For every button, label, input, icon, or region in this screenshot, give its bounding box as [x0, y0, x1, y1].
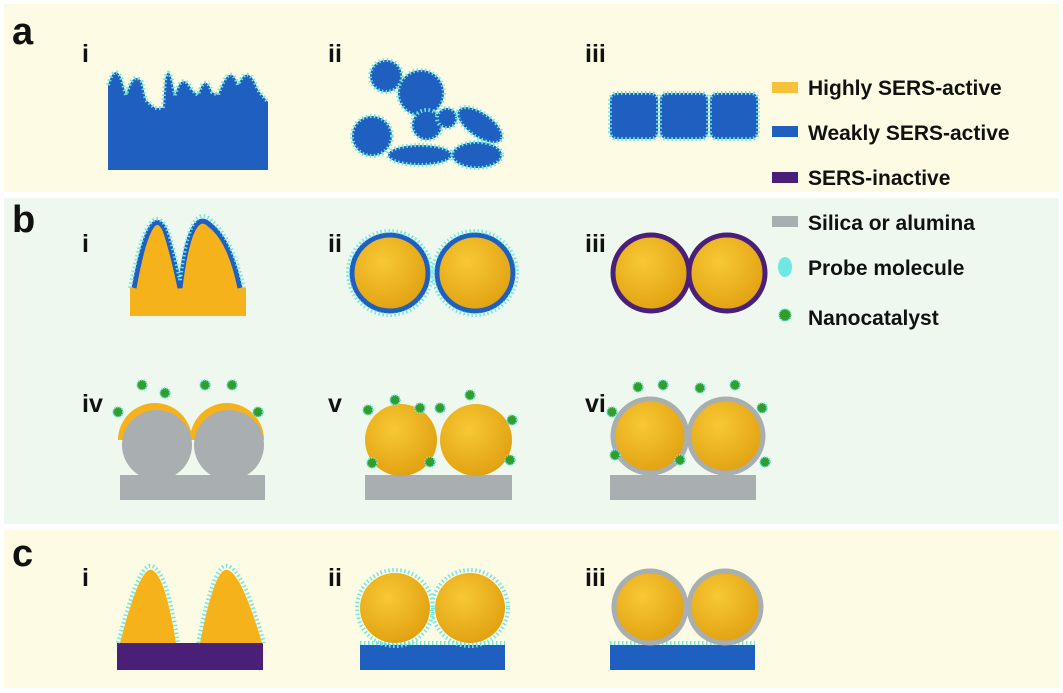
- panel-c-label: c: [12, 533, 33, 575]
- rough-surface-a-i: [106, 70, 270, 170]
- legend-label: Probe molecule: [808, 257, 964, 280]
- nanocatalyst-particle: [159, 387, 171, 399]
- core-shell-dimer-b-iii: [610, 232, 768, 314]
- nanocatalyst-particle: [694, 382, 706, 394]
- nanocatalyst-particle: [609, 449, 621, 461]
- nanocatalyst-particle: [506, 414, 518, 426]
- legend-item-highly-sers-active: Highly SERS-active: [772, 77, 1002, 100]
- aggregated-particles-a-ii: [350, 58, 505, 170]
- nanocatalyst-particle: [199, 379, 211, 391]
- legend-label: Nanocatalyst: [808, 307, 939, 330]
- b-v-label: v: [328, 390, 342, 418]
- b-vi-label: vi: [585, 390, 606, 418]
- nanocatalyst-particle: [414, 402, 426, 414]
- c-i-label: i: [82, 564, 89, 592]
- nanocatalyst-particle: [464, 389, 476, 401]
- b-iii-label: iii: [585, 230, 606, 258]
- panel-a-label: a: [12, 11, 34, 53]
- shell-isolated-dimer-on-weak-substrate-c-iii: [610, 568, 764, 670]
- nanocatalyst-particle: [756, 402, 768, 414]
- legend-swatch: [772, 172, 798, 183]
- legend-swatch: [772, 216, 798, 227]
- a-i-label: i: [82, 40, 89, 68]
- nanocatalyst-particle: [362, 404, 374, 416]
- legend-item-probe-molecule: Probe molecule: [778, 257, 964, 280]
- a-ii-label: ii: [328, 40, 342, 68]
- core-shell-dimer-b-ii: [346, 229, 519, 317]
- b-iv-label: iv: [82, 390, 103, 418]
- a-iii-label: iii: [585, 40, 606, 68]
- gold-dimer-on-weak-substrate-c-ii: [355, 568, 510, 670]
- nanocatalyst-particle: [606, 406, 618, 418]
- nanocatalyst-particle: [434, 402, 446, 414]
- nanocatalyst-icon: [778, 308, 792, 322]
- nanocatalyst-particle: [729, 379, 741, 391]
- b-i-label: i: [82, 230, 89, 258]
- shell-isolated-dimer-on-support-b-vi: [610, 396, 766, 500]
- panel-b-label: b: [12, 199, 35, 241]
- legend-label: SERS-inactive: [808, 167, 950, 190]
- c-iii-label: iii: [585, 564, 606, 592]
- nanocatalyst-particle: [366, 457, 378, 469]
- nanocatalyst-particle: [136, 379, 148, 391]
- legend-label: Silica or alumina: [808, 212, 975, 235]
- b-ii-label: ii: [328, 230, 342, 258]
- nanocatalyst-particle: [504, 454, 516, 466]
- silica-core-gold-cap-b-iv: [118, 403, 265, 500]
- nanocatalyst-particle: [674, 454, 686, 466]
- nanocatalyst-particle: [759, 456, 771, 468]
- legend: Highly SERS-active Weakly SERS-active SE…: [772, 77, 1010, 330]
- probe-molecule-icon: [778, 257, 792, 277]
- nanocatalyst-particle: [657, 379, 669, 391]
- nanocubes-a-iii: [608, 91, 760, 141]
- nanocatalyst-particle: [226, 379, 238, 391]
- legend-item-silica-or-alumina: Silica or alumina: [772, 212, 975, 235]
- legend-item-nanocatalyst: Nanocatalyst: [778, 307, 939, 330]
- legend-label: Highly SERS-active: [808, 77, 1002, 100]
- nanocatalyst-particle: [252, 406, 264, 418]
- nanocatalyst-particle: [424, 456, 436, 468]
- nanocatalyst-particle: [389, 394, 401, 406]
- nanocatalyst-particle: [632, 381, 644, 393]
- nanocatalyst-particle: [112, 406, 124, 418]
- legend-item-weakly-sers-active: Weakly SERS-active: [772, 122, 1010, 145]
- legend-item-sers-inactive: SERS-inactive: [772, 167, 950, 190]
- nanocatalysts: [112, 379, 771, 469]
- c-ii-label: ii: [328, 564, 342, 592]
- legend-label: Weakly SERS-active: [808, 122, 1010, 145]
- tips-on-inactive-substrate-c-i: [116, 563, 266, 670]
- coated-tips-b-i: [128, 214, 246, 316]
- gold-dimer-on-support-b-v: [365, 404, 512, 500]
- legend-swatch: [772, 82, 798, 93]
- legend-swatch: [772, 126, 798, 137]
